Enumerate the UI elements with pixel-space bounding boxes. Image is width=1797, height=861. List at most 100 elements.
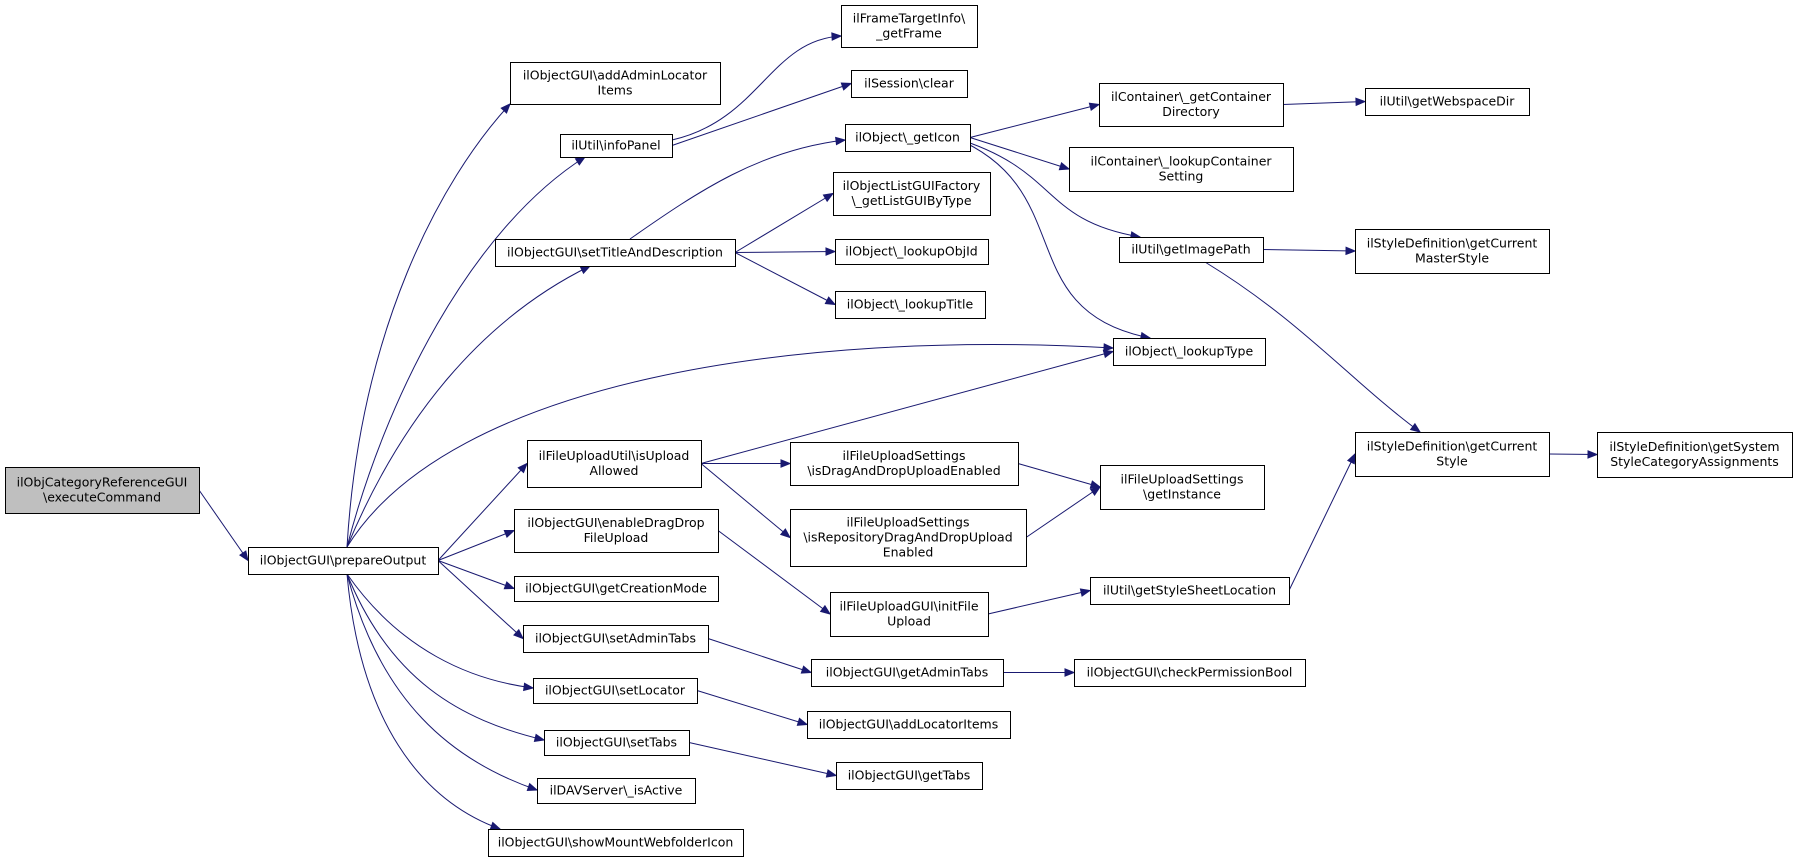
function-node[interactable]: ilDAVServer\_isActive <box>537 778 696 804</box>
arrowhead-n23-n31 <box>1064 668 1076 677</box>
edge-n1-n8 <box>437 560 515 589</box>
node-label: ilUtil\getStyleSheetLocation <box>1103 583 1276 598</box>
function-node[interactable]: ilObjectGUI\checkPermissionBool <box>1074 659 1306 687</box>
nodes-layer: ilObjCategoryReferenceGUI\executeCommand… <box>5 5 1793 857</box>
arrowhead-n1-n2 <box>500 103 511 114</box>
node-label: ilFileUploadSettings <box>847 515 970 530</box>
arrowhead-n4-n18 <box>825 247 837 256</box>
edge-n4-n19 <box>734 252 836 305</box>
arrowhead-n1-n6 <box>517 462 528 474</box>
function-node[interactable]: ilObjectGUI\prepareOutput <box>248 547 439 575</box>
function-node[interactable]: ilUtil\infoPanel <box>560 134 673 158</box>
arrowhead-n1-n5 <box>1103 343 1115 352</box>
node-label: ilStyleDefinition\getSystem <box>1609 439 1779 454</box>
arrowhead-n1-n11 <box>533 733 546 743</box>
function-node[interactable]: ilObjectGUI\setAdminTabs <box>523 625 709 653</box>
edge-n1-n9 <box>437 560 524 639</box>
node-label: Style <box>1436 454 1468 469</box>
node-box <box>851 70 968 98</box>
function-node[interactable]: ilObject\_lookupTitle <box>835 291 986 319</box>
node-label: ilObject\_getIcon <box>855 130 960 145</box>
function-node[interactable]: ilObjectGUI\getCreationMode <box>514 576 719 602</box>
node-label: ilFrameTargetInfo\ <box>853 11 966 26</box>
node-box <box>1100 465 1265 510</box>
function-node[interactable]: ilUtil\getWebspaceDir <box>1365 88 1530 116</box>
function-node[interactable]: ilObjectGUI\setLocator <box>533 678 698 704</box>
node-label: ilSession\clear <box>864 76 955 91</box>
function-node[interactable]: ilObjectGUI\showMountWebfolderIcon <box>488 829 744 857</box>
edge-n1-n12 <box>346 573 538 791</box>
arrowhead-n9-n23 <box>800 665 813 674</box>
arrowhead-n22-n30 <box>1079 588 1092 597</box>
node-label: ilObjectGUI\setAdminTabs <box>535 631 696 646</box>
node-label: ilObjCategoryReferenceGUI <box>17 475 188 490</box>
function-node[interactable]: ilObject\_getIcon <box>845 124 971 152</box>
function-node[interactable]: ilObjectListGUIFactory\_getListGUIByType <box>833 172 991 216</box>
arrowhead-n7-n22 <box>819 604 832 615</box>
node-label: ilObjectGUI\getAdminTabs <box>826 665 988 680</box>
function-node[interactable]: ilFrameTargetInfo\_getFrame <box>841 5 978 48</box>
node-label: ilObjectGUI\addAdminLocator <box>523 68 708 83</box>
node-box <box>836 762 983 790</box>
node-box <box>514 509 719 553</box>
function-node[interactable]: ilUtil\getImagePath <box>1119 237 1264 263</box>
node-label: ilObject\_lookupType <box>1125 344 1254 359</box>
function-node[interactable]: ilObjCategoryReferenceGUI\executeCommand <box>5 467 200 514</box>
arrowhead-n4-n17 <box>822 192 835 203</box>
arrowhead-n28-n33 <box>1345 246 1357 256</box>
function-node[interactable]: ilObjectGUI\setTitleAndDescription <box>495 239 736 267</box>
node-label: ilObjectGUI\addLocatorItems <box>819 717 999 732</box>
function-node[interactable]: ilObject\_lookupObjId <box>835 239 989 265</box>
node-box <box>248 547 439 575</box>
node-label: ilObject\_lookupTitle <box>847 297 974 312</box>
function-node[interactable]: ilStyleDefinition\getSystemStyleCategory… <box>1597 432 1793 478</box>
node-box <box>510 62 721 105</box>
node-label: ilObjectGUI\enableDragDrop <box>527 515 704 530</box>
function-node[interactable]: ilFileUploadSettings\isDragAndDropUpload… <box>790 442 1019 486</box>
node-label: ilDAVServer\_isActive <box>550 783 683 798</box>
node-box <box>1365 88 1530 116</box>
function-node[interactable]: ilFileUploadSettings\isRepositoryDragAnd… <box>790 509 1027 567</box>
node-box <box>537 778 696 804</box>
node-label: ilFileUploadUtil\isUpload <box>539 448 690 463</box>
node-box <box>1113 338 1266 366</box>
edge-n9-n23 <box>707 638 812 673</box>
function-node[interactable]: ilObjectGUI\setTabs <box>544 730 690 756</box>
arrowhead-n16-n27 <box>1058 161 1071 171</box>
node-label: \isRepositoryDragAndDropUpload <box>803 530 1012 545</box>
node-box <box>1119 237 1264 263</box>
function-node[interactable]: ilObjectGUI\addLocatorItems <box>807 711 1011 739</box>
node-box <box>835 291 986 319</box>
arrowhead-n6-n21 <box>779 528 792 539</box>
function-node[interactable]: ilObject\_lookupType <box>1113 338 1266 366</box>
node-label: ilObjectGUI\getTabs <box>848 768 971 783</box>
arrowhead-n26-n32 <box>1355 97 1367 107</box>
edges-layer <box>198 32 1599 830</box>
function-node[interactable]: ilFileUploadSettings\getInstance <box>1100 465 1265 510</box>
function-node[interactable]: ilObjectGUI\getTabs <box>836 762 983 790</box>
function-node[interactable]: ilObjectGUI\getAdminTabs <box>811 659 1004 687</box>
function-node[interactable]: ilSession\clear <box>851 70 968 98</box>
node-box <box>1099 83 1284 127</box>
arrowhead-n1-n3 <box>574 156 587 166</box>
node-label: MasterStyle <box>1415 251 1489 266</box>
arrowhead-n4-n19 <box>824 296 837 306</box>
node-label: ilObject\_lookupObjId <box>845 244 977 259</box>
edge-n1-n13 <box>346 573 501 830</box>
node-label: ilFileUploadSettings <box>843 448 966 463</box>
node-label: ilObjectGUI\setTabs <box>556 735 677 750</box>
arrowhead-n3-n15 <box>840 82 853 91</box>
node-label: ilFileUploadGUI\initFile <box>839 599 978 614</box>
edge-n26-n32 <box>1282 101 1366 105</box>
edge-n1-n2 <box>346 103 511 548</box>
function-node[interactable]: ilUtil\getStyleSheetLocation <box>1090 577 1290 605</box>
